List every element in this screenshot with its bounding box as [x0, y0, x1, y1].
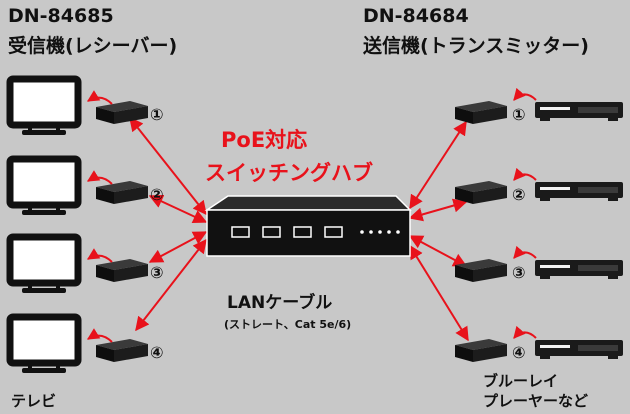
cable-label: LANケーブル [227, 293, 333, 313]
cable-spec: (ストレート、Cat 5e/6) [224, 318, 352, 331]
extender-box-icon [455, 339, 507, 362]
tv-icon [6, 233, 82, 293]
tv-icon [6, 75, 82, 135]
transmitter-column: ① ② ③ ④ [455, 87, 623, 362]
transmitter-port-number: ③ [512, 263, 526, 282]
transmitter-row: ② [455, 167, 623, 204]
receiver-row: ③ [6, 233, 164, 293]
extender-box-icon [455, 101, 507, 124]
extender-box-icon [96, 101, 148, 124]
extender-box-icon [96, 259, 148, 282]
bluray-player-icon [535, 340, 623, 359]
transmitter-port-number: ② [512, 185, 526, 204]
switch-hub-icon [204, 195, 412, 257]
receiver-column: ① ② ③ ④ [6, 75, 164, 373]
cable-arrow-left [135, 238, 207, 332]
receiver-row: ① [6, 75, 164, 135]
cable-arrow-left [148, 231, 208, 263]
transmitter-row: ③ [455, 245, 623, 282]
cable-arrow-left [148, 194, 208, 224]
bluray-player-icon [535, 260, 623, 279]
transmitter-port-number: ④ [512, 343, 526, 362]
cable-arrow-right [408, 198, 468, 222]
cable-arrows [129, 116, 469, 342]
cable-arrow-right [409, 120, 467, 210]
receiver-role: 受信機(レシーバー) [8, 35, 178, 57]
cable-arrow-left [129, 116, 207, 216]
extender-box-icon [455, 181, 507, 204]
transmitter-row: ① [455, 87, 623, 124]
tv-icon [6, 313, 82, 373]
hub-label-line2: スイッチングハブ [205, 161, 373, 185]
transmitter-model: DN-84684 [363, 5, 469, 27]
receiver-port-number: ③ [150, 263, 164, 282]
hub-label-line1: PoE対応 [221, 128, 308, 152]
receiver-row: ④ [6, 313, 164, 373]
extender-box-icon [455, 259, 507, 282]
extender-box-icon [96, 339, 148, 362]
bluray-player-icon [535, 102, 623, 121]
player-label-line2: プレーヤーなど [483, 392, 589, 410]
receiver-port-number: ① [150, 105, 164, 124]
tv-icon [6, 155, 82, 215]
receiver-port-number: ② [150, 185, 164, 204]
extender-box-icon [96, 181, 148, 204]
receiver-row: ② [6, 155, 164, 215]
transmitter-port-number: ① [512, 105, 526, 124]
tv-label: テレビ [11, 392, 57, 410]
transmitter-role: 送信機(トランスミッター) [363, 35, 589, 57]
bluray-player-icon [535, 182, 623, 201]
transmitter-row: ④ [455, 325, 623, 362]
receiver-port-number: ④ [150, 343, 164, 362]
receiver-model: DN-84685 [8, 5, 114, 27]
cable-arrow-right [409, 244, 469, 342]
player-label-line1: ブルーレイ [483, 372, 559, 390]
